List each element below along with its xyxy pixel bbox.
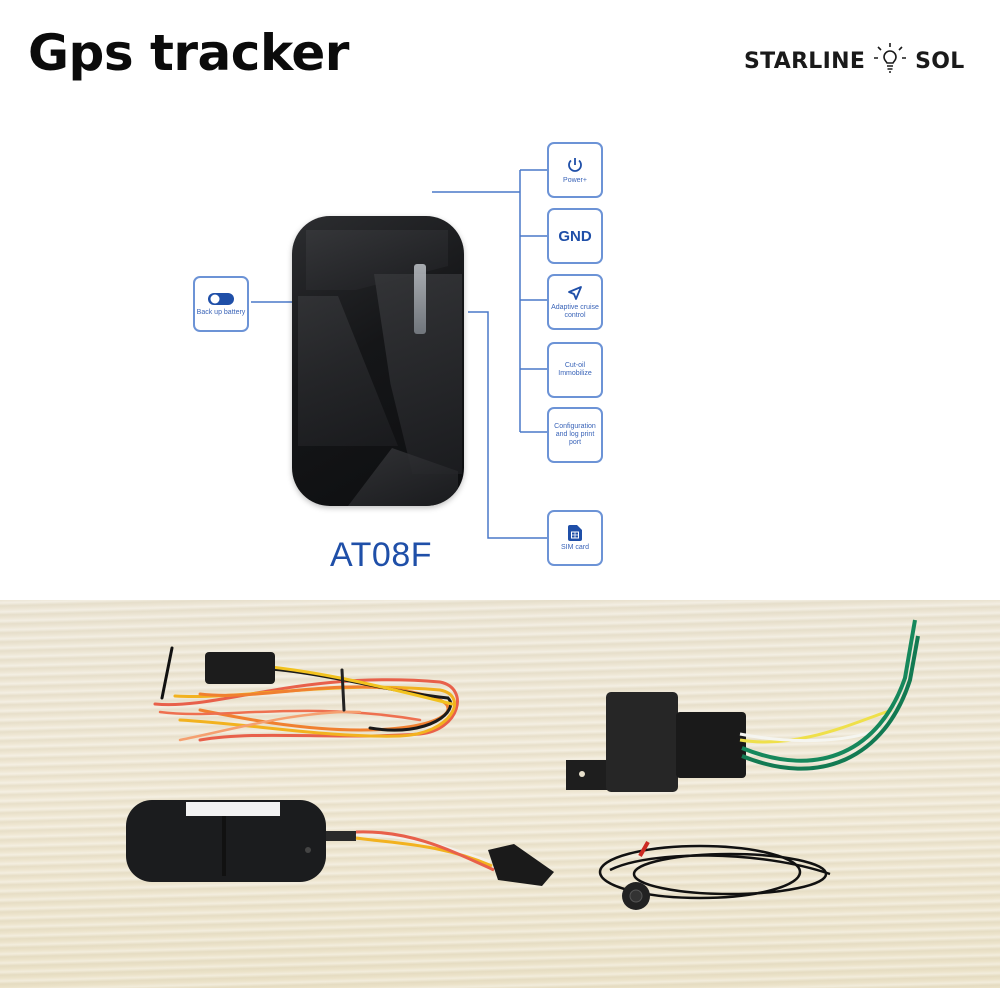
brand-name-right: SOL bbox=[915, 48, 965, 74]
port-gnd: GND bbox=[547, 208, 603, 264]
port-power: Power+ bbox=[547, 142, 603, 198]
page-title: Gps tracker bbox=[28, 24, 349, 82]
wire-harness bbox=[153, 646, 459, 742]
port-cut-oil-immobilize: Cut-oil Immobilize bbox=[547, 342, 603, 398]
model-label: AT08F bbox=[330, 536, 433, 574]
relay bbox=[566, 619, 920, 792]
device-logo bbox=[414, 264, 426, 334]
port-label: SIM card bbox=[560, 543, 589, 551]
kit-illustration bbox=[126, 619, 920, 910]
port-label: Back up battery bbox=[196, 308, 246, 316]
toggle-switch-icon bbox=[208, 292, 234, 306]
wiring-diagram: AT08F Back up battery Power+ GND Adaptiv… bbox=[0, 120, 1000, 590]
product-kit-photo bbox=[0, 600, 1000, 988]
gps-tracker-device-image bbox=[292, 216, 464, 506]
port-label: Configuration and log print port bbox=[554, 423, 596, 446]
tracker-unit bbox=[126, 800, 554, 886]
sos-button-cable bbox=[598, 841, 831, 910]
port-configuration-log-print: Configuration and log print port bbox=[547, 407, 603, 463]
lightbulb-icon bbox=[873, 41, 907, 81]
port-backup-battery: Back up battery bbox=[193, 276, 249, 332]
brand-name-left: STARLINE bbox=[744, 48, 866, 74]
connector-lines bbox=[251, 169, 547, 539]
port-label: GND bbox=[558, 227, 592, 245]
port-sim-card: SIM card bbox=[547, 510, 603, 566]
port-adaptive-cruise-control: Adaptive cruise control bbox=[547, 274, 603, 330]
port-label: Power+ bbox=[563, 176, 587, 184]
sim-card-icon bbox=[568, 524, 582, 541]
navigation-arrow-icon bbox=[567, 285, 583, 301]
port-label: Adaptive cruise control bbox=[551, 303, 599, 319]
port-label: Cut-oil Immobilize bbox=[558, 362, 592, 377]
brand-logo: STARLINE SOL bbox=[744, 41, 965, 81]
power-icon bbox=[566, 156, 584, 174]
